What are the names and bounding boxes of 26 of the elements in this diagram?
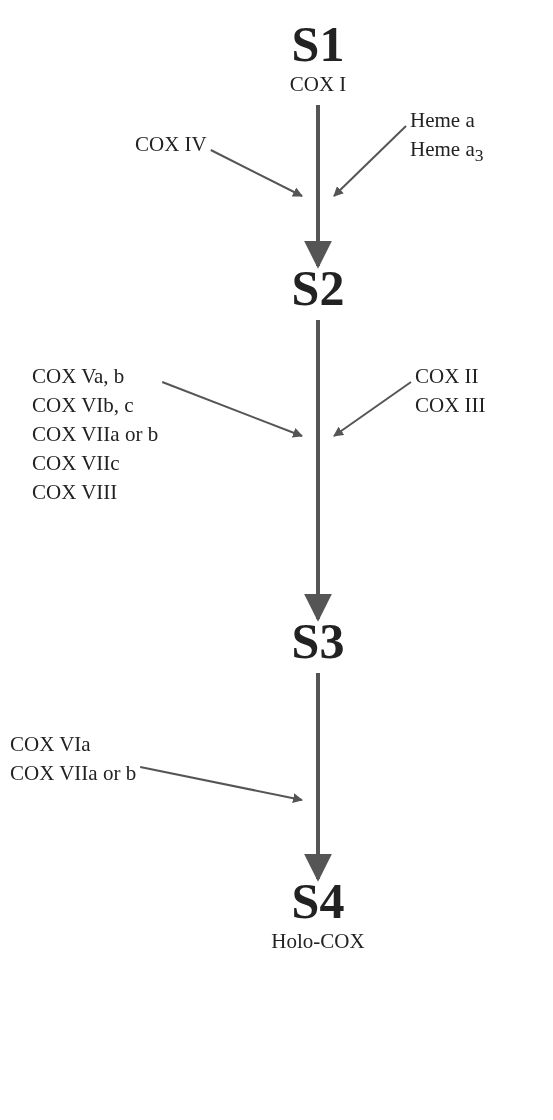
- arrow: [209, 149, 303, 197]
- arrow: [333, 381, 412, 437]
- subunit-label: COX VIb, c: [32, 392, 135, 419]
- arrow: [304, 320, 332, 622]
- subunit-label: COX VIIa or b: [10, 760, 137, 787]
- subunit-label: Heme a: [410, 107, 476, 134]
- complex-label: Holo-COX: [271, 928, 365, 955]
- complex-label: COX I: [289, 71, 347, 98]
- stage-title: S1: [291, 18, 345, 70]
- subunit-label: Heme a$_{3}$: [410, 136, 484, 168]
- subunit-label: COX II: [415, 363, 480, 390]
- subunit-label: COX VIa: [10, 731, 92, 758]
- stage-title: S3: [291, 615, 345, 667]
- subunit-label: COX Va, b: [32, 363, 126, 390]
- subunit-label: COX III: [415, 392, 486, 419]
- arrow: [304, 105, 332, 269]
- arrow: [139, 766, 303, 804]
- arrow: [304, 673, 332, 882]
- stage-title: S2: [291, 262, 345, 314]
- subunit-label: COX VIIc: [32, 450, 121, 477]
- stage-title: S4: [291, 875, 345, 927]
- arrow: [333, 125, 407, 197]
- subunit-label: COX IV: [135, 131, 207, 158]
- subunit-label: COX VIII: [32, 479, 119, 506]
- arrow: [161, 381, 303, 438]
- subunit-label: COX VIIa or b: [32, 421, 159, 448]
